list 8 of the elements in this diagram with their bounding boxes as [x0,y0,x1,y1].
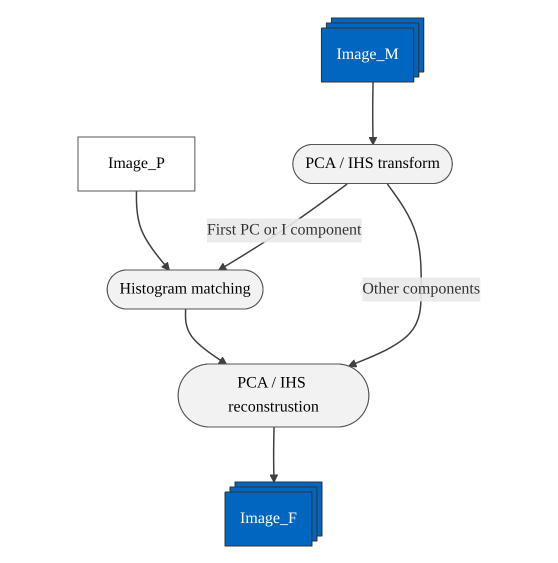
arrow [136,190,170,270]
node-box: Image_P [77,136,196,191]
arrow [184,308,228,364]
arrow [348,183,422,367]
arrow [368,82,378,145]
edge-label: First PC or I component [206,220,362,238]
edge-label: Other components [362,280,480,297]
arrow [269,426,278,482]
